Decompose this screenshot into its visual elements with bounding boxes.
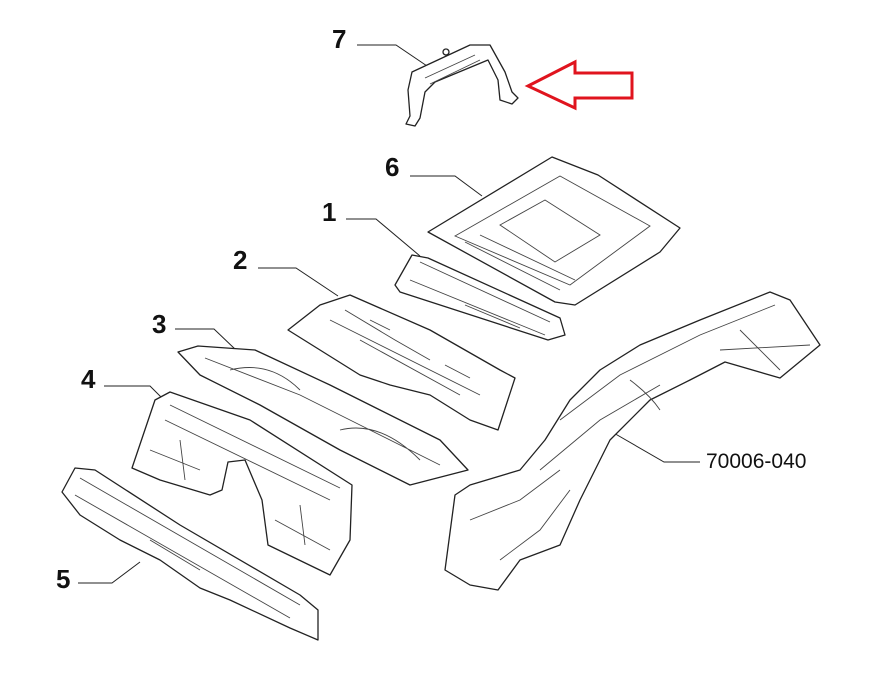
part-3-floor-panel[interactable] [177,345,469,486]
part-5-tunnel[interactable] [61,467,319,641]
callout-6: 6 [385,152,400,182]
callout-4: 4 [81,364,96,394]
part-7-bracket[interactable] [405,44,519,127]
highlight-arrow [524,59,634,111]
leader-4 [104,385,163,399]
part-2-floor-panel[interactable] [287,294,516,431]
leader-2 [258,267,339,297]
callout-7: 7 [332,24,347,54]
leader-5 [78,561,141,584]
part-4-front-floor[interactable] [131,391,353,576]
callout-5: 5 [56,564,71,594]
leader-3 [175,328,237,351]
callout-2: 2 [233,245,248,275]
part-1-crossmember[interactable] [394,254,566,341]
leader-1 [346,218,421,257]
reference-label: 70006-040 [706,450,807,473]
leader-7 [357,44,431,69]
callout-1: 1 [322,197,337,227]
body-frame-assembly[interactable] [444,291,821,591]
leader-lines [78,44,700,584]
leader-ref [611,431,700,463]
callout-3: 3 [152,309,167,339]
part-6-rear-floor-panel[interactable] [427,156,681,306]
leader-6 [410,175,483,197]
